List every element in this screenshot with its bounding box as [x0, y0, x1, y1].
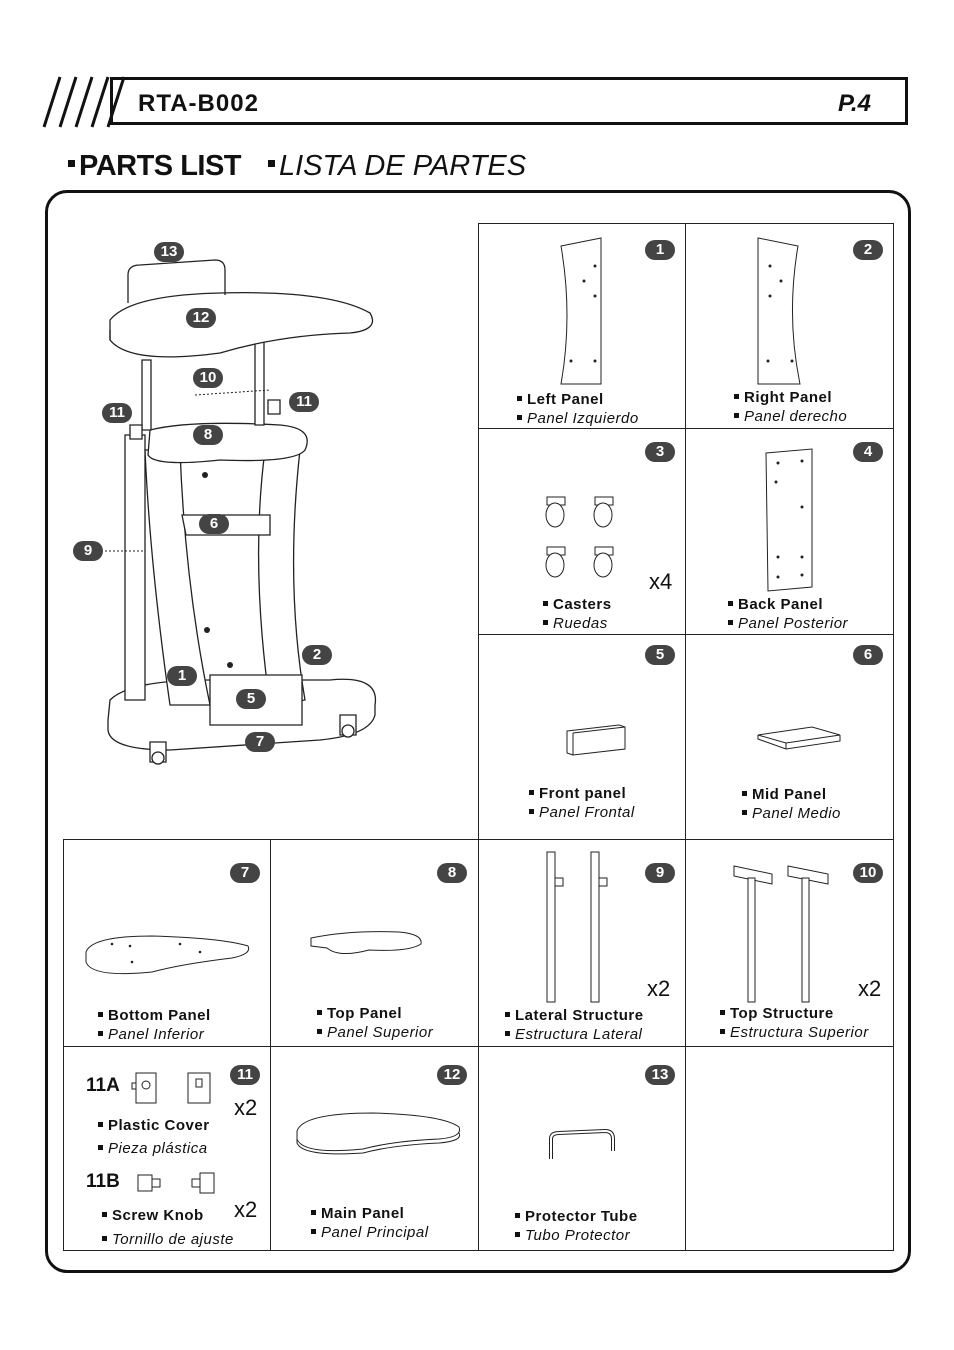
part-cell-1: 1 Left Panel Panel Izquierdo	[478, 223, 686, 429]
part-label-3: Casters Ruedas	[543, 595, 612, 633]
part-number-badge: 1	[645, 240, 675, 260]
part-cell-7: 7 Bottom Panel Panel Inferior	[63, 839, 271, 1047]
quantity-label: x4	[649, 569, 673, 594]
part-label-12: Main Panel Panel Principal	[311, 1204, 429, 1242]
quantity-label: x2	[234, 1095, 258, 1120]
quantity-label: x2	[647, 976, 671, 1001]
sub-part-label-11b: 11B	[86, 1171, 120, 1192]
section-title-en: PARTS LIST	[68, 150, 242, 183]
callout-8: 8	[193, 425, 223, 445]
part-cell-4: 4 Back Panel Panel Posterior	[685, 428, 894, 635]
part-label-11a: Plastic Cover Pieza plástica	[98, 1114, 210, 1160]
part-cell-12: 12 Main Panel Panel Principal	[270, 1046, 479, 1251]
part-cell-13: 13 Protector Tube Tubo Protector	[478, 1046, 686, 1251]
quantity-label: x2	[858, 976, 882, 1001]
part-number-badge: 2	[853, 240, 883, 260]
callout-5: 5	[236, 689, 266, 709]
part-number-badge: 10	[853, 863, 883, 883]
part-number-badge: 5	[645, 645, 675, 665]
part-number-badge: 4	[853, 442, 883, 462]
parts-frame	[45, 190, 911, 1273]
part-cell-5: 5 Front panel Panel Frontal	[478, 634, 686, 840]
part-number-badge: 7	[230, 863, 260, 883]
callout-2: 2	[302, 645, 332, 665]
assembly-drawing	[70, 235, 470, 775]
callout-10: 10	[193, 368, 223, 388]
part-label-2: Right Panel Panel derecho	[734, 388, 847, 426]
callout-12: 12	[186, 308, 216, 328]
sub-part-label-11a: 11A	[86, 1075, 120, 1096]
page-number: P.4	[838, 90, 871, 117]
part-cell-6: 6 Mid Panel Panel Medio	[685, 634, 894, 840]
part-number-badge: 8	[437, 863, 467, 883]
part-cell-10: 10 x2 Top Structure Estructura Superior	[685, 839, 894, 1047]
part-label-7: Bottom Panel Panel Inferior	[98, 1006, 211, 1044]
part-cell-3: 3 x4 Casters Ruedas	[478, 428, 686, 635]
part-cell-8: 8 Top Panel Panel Superior	[270, 839, 479, 1047]
part-label-13: Protector Tube Tubo Protector	[515, 1207, 638, 1245]
part-cell-11: 11 11A x2 Plastic Cover Pieza plástica 1…	[63, 1046, 271, 1251]
part-cell-9: 9 x2 Lateral Structure Estructura Latera…	[478, 839, 686, 1047]
part-number-badge: 11	[230, 1065, 260, 1085]
part-label-4: Back Panel Panel Posterior	[728, 595, 848, 633]
part-label-11b: Screw Knob Tornillo de ajuste	[102, 1204, 234, 1252]
callout-6: 6	[199, 514, 229, 534]
part-label-8: Top Panel Panel Superior	[317, 1004, 433, 1042]
section-title-es: LISTA DE PARTES	[268, 150, 526, 183]
header-slash-lines	[42, 77, 122, 129]
part-label-6: Mid Panel Panel Medio	[742, 785, 841, 823]
part-number-badge: 3	[645, 442, 675, 462]
model-number: RTA-B002	[138, 90, 259, 117]
callout-11-left: 11	[102, 403, 132, 423]
part-label-1: Left Panel Panel Izquierdo	[517, 390, 639, 428]
part-cell-2: 2 Right Panel Panel derecho	[685, 223, 894, 429]
part-number-badge: 12	[437, 1065, 467, 1085]
quantity-label-b: x2	[234, 1197, 258, 1222]
callout-1: 1	[167, 666, 197, 686]
part-label-9: Lateral Structure Estructura Lateral	[505, 1006, 644, 1044]
callout-9: 9	[73, 541, 103, 561]
callout-13: 13	[154, 242, 184, 262]
part-number-badge: 6	[853, 645, 883, 665]
part-label-5: Front panel Panel Frontal	[529, 784, 635, 822]
part-label-10: Top Structure Estructura Superior	[720, 1004, 869, 1042]
callout-7: 7	[245, 732, 275, 752]
part-number-badge: 9	[645, 863, 675, 883]
part-number-badge: 13	[645, 1065, 675, 1085]
header-bar	[110, 77, 908, 125]
callout-11-right: 11	[289, 392, 319, 412]
empty-cell	[685, 1046, 894, 1251]
